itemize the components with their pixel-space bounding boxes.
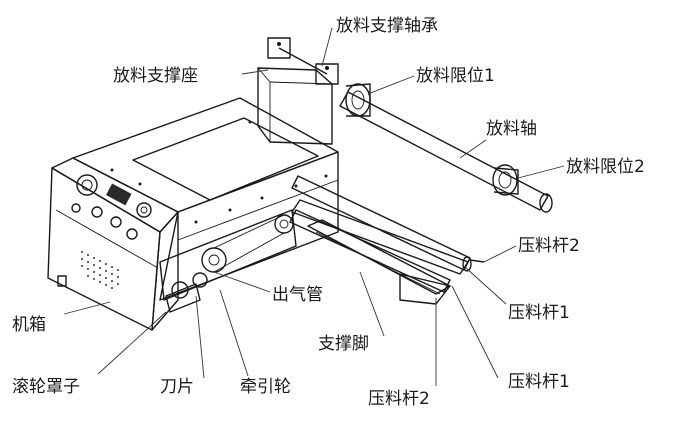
vent-grille — [80, 250, 120, 290]
label-outlet-pipe: 出气管 — [272, 285, 323, 305]
label-unwind-limit-2: 放料限位2 — [566, 157, 645, 177]
label-support-foot: 支撑脚 — [318, 334, 369, 354]
label-press-rod-2-lower: 压料杆2 — [368, 389, 430, 409]
label-unwind-support-seat: 放料支撑座 — [113, 66, 198, 86]
leader-lines — [63, 27, 565, 386]
label-traction-wheel: 牵引轮 — [240, 377, 291, 397]
label-roller-cover: 滚轮罩子 — [12, 377, 80, 397]
display-screen — [106, 183, 132, 206]
label-press-rod-1-right: 压料杆1 — [508, 303, 570, 323]
press-rods — [289, 175, 485, 293]
unwind-shaft — [339, 83, 553, 213]
label-unwind-support-bearing: 放料支撑轴承 — [336, 16, 438, 36]
label-blade: 刀片 — [160, 377, 194, 397]
limit-collar-2 — [492, 164, 518, 196]
chassis-foot — [57, 275, 67, 287]
callout-labels: 放料支撑轴承 放料支撑座 放料限位1 放料轴 放料限位2 压料杆2 压料杆1 出… — [12, 16, 645, 409]
control-panel — [71, 174, 152, 240]
unwind-support-stand — [257, 37, 339, 145]
label-press-rod-1-lower: 压料杆1 — [508, 372, 570, 392]
limit-collar-1 — [345, 83, 371, 117]
label-unwind-shaft: 放料轴 — [486, 119, 537, 139]
roller-assembly — [159, 209, 297, 313]
label-press-rod-2-right: 压料杆2 — [518, 236, 580, 256]
chassis-body — [47, 97, 339, 331]
label-chassis: 机箱 — [12, 315, 46, 335]
label-unwind-limit-1: 放料限位1 — [416, 66, 495, 86]
